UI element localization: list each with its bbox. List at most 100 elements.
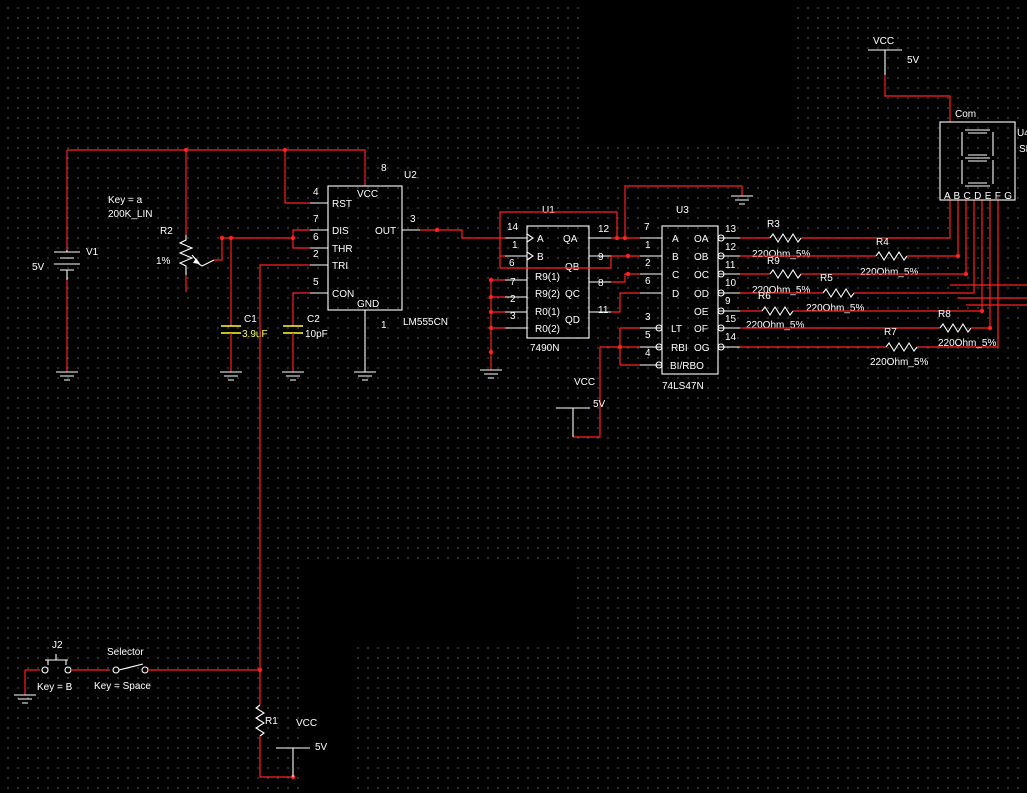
r2-key: Key = a <box>108 195 143 206</box>
u1-pin-qd: QD <box>565 315 580 326</box>
u1-pin-qc: QC <box>565 289 580 300</box>
u3-pinnum-12: 12 <box>725 242 737 253</box>
battery-v1[interactable]: V1 5V <box>32 150 99 381</box>
vcc-bottom-value: 5V <box>315 742 328 753</box>
r4-ref: R4 <box>876 237 889 248</box>
c1-value: 3.9uF <box>242 329 268 340</box>
u3-pinnum-5: 5 <box>645 330 651 341</box>
u3-pin-ob: OB <box>694 252 709 263</box>
v1-ref: V1 <box>86 247 99 258</box>
r2-ref: R2 <box>160 226 173 237</box>
u2-pin-thr: THR <box>332 244 353 255</box>
vcc-bottom-label: VCC <box>296 718 317 729</box>
u1-pinnum-3: 3 <box>510 311 516 322</box>
u2-pin-out: OUT <box>375 226 396 237</box>
u2-pinnum-7: 7 <box>313 214 319 225</box>
selector-key: Key = Space <box>94 681 151 692</box>
u1-pinnum-8: 8 <box>598 278 604 289</box>
u2-pinnum-1: 1 <box>381 320 387 331</box>
resistor-r5[interactable]: R5 220Ohm_5% <box>740 200 975 314</box>
r2-value: 200K_LIN <box>108 209 152 220</box>
r2-percent: 1% <box>156 256 171 267</box>
u3-pin-oa: OA <box>694 234 709 245</box>
u2-pinnum-3: 3 <box>410 214 416 225</box>
u2-pin-tri: TRI <box>332 261 348 272</box>
capacitor-c2[interactable]: C2 10pF <box>282 292 328 381</box>
r6-value: 220Ohm_5% <box>746 320 804 331</box>
r3-ref: R3 <box>767 219 780 230</box>
vcc-top-value: 5V <box>907 55 920 66</box>
resistor-r7[interactable]: R7 220Ohm_5% <box>740 200 999 368</box>
u3-pin-od: OD <box>694 289 709 300</box>
vcc-top-label: VCC <box>873 36 894 47</box>
r3-value: 220Ohm_5% <box>752 249 810 260</box>
r8-value: 220Ohm_5% <box>938 338 996 349</box>
switch-j2[interactable]: J2 Key = B <box>14 640 110 704</box>
u3-pinnum-11: 11 <box>725 260 736 271</box>
seven-segment-display-u4[interactable]: Com U4 SE A B C D E F G <box>939 109 1027 202</box>
u3-pin-b: B <box>672 252 679 263</box>
u2-pin-con: CON <box>332 289 354 300</box>
u3-pin-og: OG <box>694 343 710 354</box>
u1-pinnum-12: 12 <box>598 224 610 235</box>
selector-ref: Selector <box>107 647 144 658</box>
u1-pin-r01: R0(1) <box>535 307 560 318</box>
u3-pin-oe: OE <box>694 307 709 318</box>
u3-pinnum-3: 3 <box>645 312 651 323</box>
u3-pinnum-4: 4 <box>645 348 651 359</box>
c2-value: 10pF <box>305 329 328 340</box>
switch-selector[interactable]: Selector Key = Space <box>94 647 260 692</box>
u3-pinnum-6: 6 <box>645 276 651 287</box>
u1-ref: U1 <box>542 205 555 216</box>
u3-pinnum-9: 9 <box>725 296 731 307</box>
u2-pin-rst: RST <box>332 199 352 210</box>
capacitor-c1[interactable]: C1 3.9uF <box>220 238 268 381</box>
vcc-mid-value: 5V <box>593 399 606 410</box>
ic-u2-lm555[interactable]: RST VCC DIS THR TRI CON GND OUT 8 4 7 6 … <box>310 163 448 381</box>
u1-pinnum-6: 6 <box>509 258 515 269</box>
vcc-source-mid[interactable]: VCC 5V <box>556 377 606 437</box>
r9-value: 220Ohm_5% <box>752 285 810 296</box>
u2-pinnum-8: 8 <box>381 163 387 174</box>
u1-part: 7490N <box>530 343 559 354</box>
u3-pinnum-2: 2 <box>645 258 651 269</box>
u1-pin-r91: R9(1) <box>535 272 560 283</box>
u3-pin-oc: OC <box>694 270 709 281</box>
u3-pin-rbi: RBI <box>671 343 688 354</box>
ic-u1-7490[interactable]: A B QA QB QC QD R9(1) R9(2) R0(1) R0(2) … <box>505 205 611 354</box>
vcc-mid-label: VCC <box>574 377 595 388</box>
vcc-source-bottom[interactable]: VCC 5V <box>276 718 328 777</box>
resistor-r9[interactable]: R9 220Ohm_5% <box>740 200 967 296</box>
u3-pin-lt: LT <box>671 324 682 335</box>
resistor-r3[interactable]: R3 220Ohm_5% <box>740 200 951 260</box>
r8-ref: R8 <box>938 309 951 320</box>
r6-ref: R6 <box>758 291 771 302</box>
u3-pinnum-15: 15 <box>725 314 737 325</box>
v1-value: 5V <box>32 262 45 273</box>
u3-part: 74LS47N <box>662 381 704 392</box>
j2-ref: J2 <box>52 640 63 651</box>
u3-pin-birbo: BI/RBO <box>670 361 704 372</box>
u3-pinnum-14: 14 <box>725 332 737 343</box>
c2-ref: C2 <box>307 314 320 325</box>
u3-pin-a: A <box>672 234 679 245</box>
u4-ref-partial: SE <box>1019 144 1027 155</box>
u2-pin-gnd: GND <box>357 299 379 310</box>
u1-pin-r92: R9(2) <box>535 289 560 300</box>
u3-ref: U3 <box>676 205 689 216</box>
ic-u3-74ls47[interactable]: A B C D LT RBI BI/RBO OA OB OC OD OE OF … <box>640 205 740 392</box>
u2-pinnum-4: 4 <box>313 187 319 198</box>
vcc-source-top[interactable]: VCC 5V <box>868 36 951 122</box>
potentiometer-r2[interactable]: Key = a 200K_LIN R2 1% <box>108 150 223 292</box>
blank-region <box>580 0 795 140</box>
j2-key: Key = B <box>37 682 73 693</box>
blank-region <box>305 560 570 640</box>
u4-ref: U4 <box>1017 128 1027 139</box>
u3-pin-d: D <box>672 289 679 300</box>
u2-pin-vcc: VCC <box>357 189 378 200</box>
u1-pinnum-2: 2 <box>510 294 516 305</box>
u1-pinnum-14: 14 <box>507 222 519 233</box>
resistor-r1[interactable]: R1 <box>254 670 293 778</box>
r7-ref: R7 <box>884 327 897 338</box>
